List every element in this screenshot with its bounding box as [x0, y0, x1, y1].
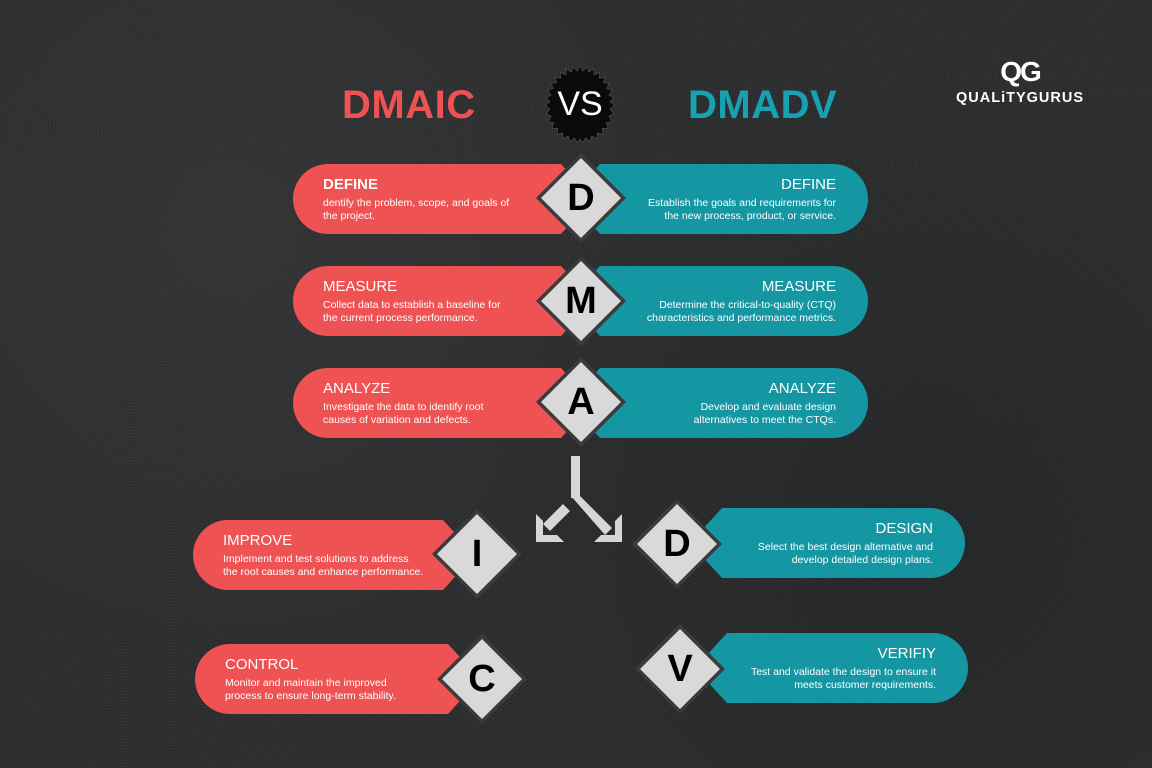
- phase-title: VERIFIY: [877, 644, 936, 662]
- qualitygurus-logo: QG QUALiTYGURUS: [950, 56, 1090, 107]
- phase-title: MEASURE: [323, 277, 398, 295]
- phase-letter: D: [663, 522, 691, 565]
- phase-desc-line1: Investigate the data to identify root: [323, 400, 484, 413]
- phase-letter: C: [468, 657, 496, 700]
- phase-desc-line2: develop detailed design plans.: [791, 553, 933, 566]
- phase-desc-line1: Test and validate the design to ensure i…: [750, 665, 936, 678]
- phase-desc-line2: the current process performance.: [323, 311, 478, 324]
- diamond-c-control: C: [437, 634, 527, 724]
- phase-desc-line1: Develop and evaluate design: [700, 400, 836, 413]
- phase-desc-line2: causes of variation and defects.: [323, 413, 471, 426]
- vs-label: VS: [557, 84, 603, 123]
- phase-desc-line2: characteristics and performance metrics.: [646, 311, 836, 324]
- logo-mark: QG: [1000, 56, 1042, 87]
- phase-desc-line2: alternatives to meet the CTQs.: [693, 413, 836, 426]
- diamond-v-verify: V: [635, 624, 725, 714]
- phase-letter: A: [567, 380, 595, 423]
- diamond-i-improve: I: [432, 509, 522, 599]
- phase-title: MEASURE: [761, 277, 836, 295]
- split-arrow-icon: [536, 456, 622, 542]
- phase-letter: I: [471, 532, 483, 575]
- phase-title: DEFINE: [780, 175, 836, 193]
- phase-desc-line1: Determine the critical-to-quality (CTQ): [659, 298, 836, 311]
- phase-desc-line2: the new process, product, or service.: [664, 209, 836, 222]
- phase-desc-line1: Establish the goals and requirements for: [648, 196, 836, 209]
- phase-letter: D: [567, 176, 595, 219]
- logo-name: QUALiTYGURUS: [956, 90, 1084, 106]
- phase-desc-line1: Collect data to establish a baseline for: [323, 298, 501, 311]
- phase-desc-line2: the project.: [323, 209, 375, 222]
- dmadv-design-card: DESIGN Select the best design alternativ…: [690, 508, 965, 578]
- dmadv-verify-card: VERIFIY Test and validate the design to …: [695, 633, 968, 703]
- phase-title: IMPROVE: [223, 531, 293, 549]
- phase-title: ANALYZE: [768, 379, 836, 397]
- phase-desc-line2: the root causes and enhance performance.: [223, 565, 424, 578]
- phase-desc-line1: Select the best design alternative and: [757, 540, 933, 553]
- dmadv-title: DMADV: [688, 83, 838, 127]
- dmaic-title: DMAIC: [342, 83, 476, 127]
- diamond-d-design: D: [632, 499, 722, 589]
- dmaic-control-card: CONTROL Monitor and maintain the improve…: [195, 644, 480, 714]
- phase-desc-line1: dentify the problem, scope, and goals of: [323, 196, 510, 209]
- phase-letter: M: [565, 279, 597, 322]
- phase-desc-line1: Monitor and maintain the improved: [225, 676, 387, 689]
- diamond-a-analyze: A: [536, 357, 626, 447]
- phase-title: DEFINE: [323, 175, 379, 193]
- phase-title: CONTROL: [225, 655, 299, 673]
- vs-badge: VS: [541, 65, 619, 143]
- dmaic-improve-card: IMPROVE Implement and test solutions to …: [193, 520, 475, 590]
- phase-letter: V: [667, 647, 693, 690]
- phase-desc-line2: process to ensure long-term stability.: [225, 689, 396, 702]
- phase-title: DESIGN: [875, 519, 933, 537]
- diamond-d-define: D: [536, 153, 626, 243]
- diamond-m-measure: M: [536, 256, 626, 346]
- phase-desc-line1: Implement and test solutions to address: [223, 552, 409, 565]
- phase-title: ANALYZE: [323, 379, 391, 397]
- starburst-icon: [544, 65, 616, 143]
- phase-desc-line2: meets customer requirements.: [794, 678, 936, 691]
